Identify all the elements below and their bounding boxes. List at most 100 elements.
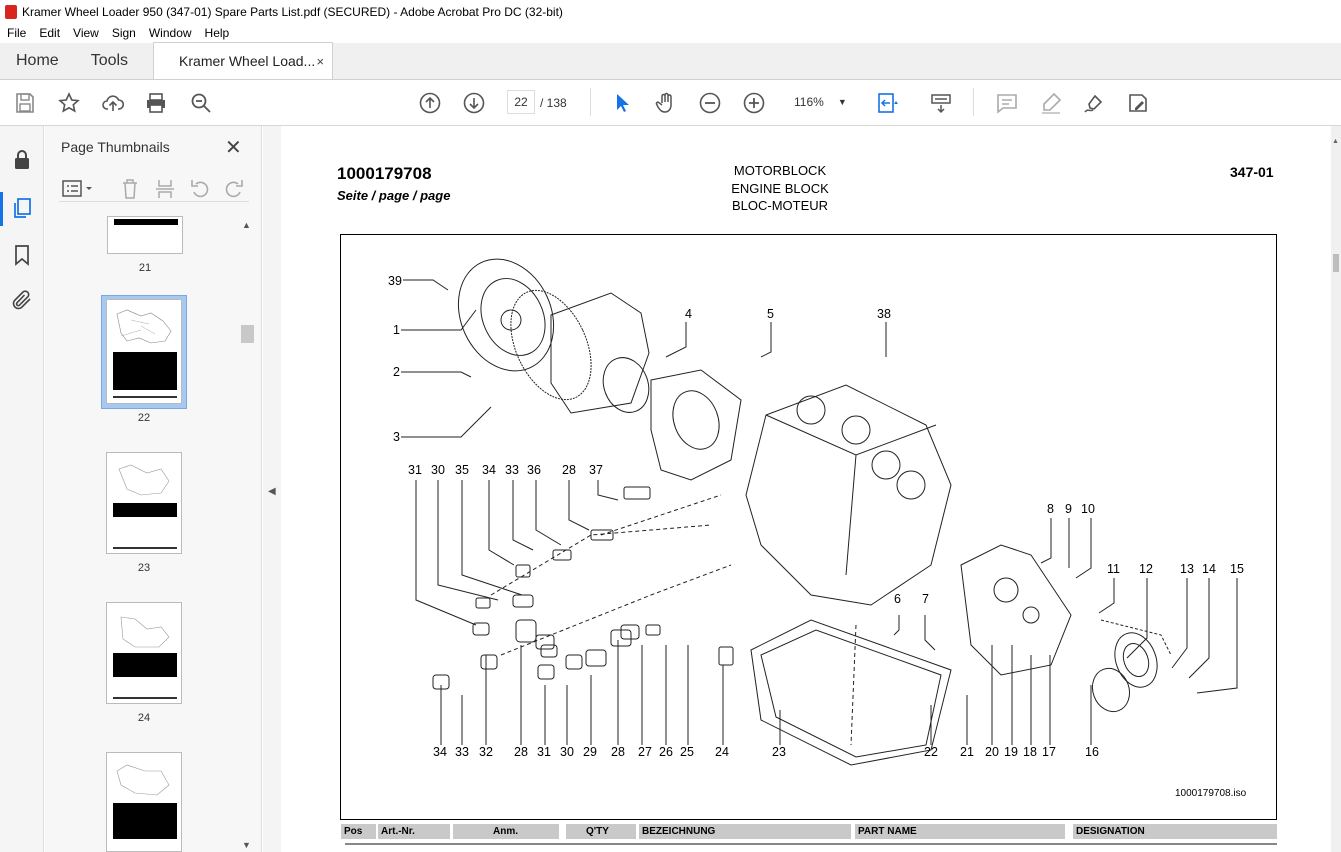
- callout-12: 12: [1139, 562, 1153, 576]
- page-thumbnail-21[interactable]: [107, 216, 183, 254]
- toolbar-divider: [973, 88, 974, 116]
- comment-icon[interactable]: [995, 91, 1019, 115]
- bookmark-star-icon[interactable]: [57, 91, 81, 115]
- callout-35: 35: [455, 463, 469, 477]
- table-header-anm: Anm.: [453, 824, 559, 839]
- callout-30-bottom: 30: [560, 745, 574, 759]
- callout-28-bottom-2: 28: [611, 745, 625, 759]
- next-page-icon[interactable]: [462, 91, 486, 115]
- rotate-right-icon[interactable]: [223, 177, 245, 201]
- document-scroll-thumb[interactable]: [1333, 254, 1339, 272]
- scroll-up-icon[interactable]: ▲: [242, 220, 251, 230]
- hand-tool-icon[interactable]: [654, 91, 678, 115]
- menu-view[interactable]: View: [73, 26, 99, 40]
- tab-home[interactable]: Home: [16, 52, 59, 69]
- document-scrollbar[interactable]: ▲: [1331, 126, 1341, 852]
- menu-window[interactable]: Window: [148, 26, 192, 40]
- delete-page-icon[interactable]: [119, 177, 141, 201]
- callout-14: 14: [1202, 562, 1216, 576]
- attachments-icon[interactable]: [10, 288, 34, 312]
- previous-page-icon[interactable]: [418, 91, 442, 115]
- fit-page-icon[interactable]: [876, 91, 900, 115]
- select-cursor-icon[interactable]: [609, 91, 633, 115]
- fill-sign-icon[interactable]: [1126, 91, 1150, 115]
- callout-31: 31: [408, 463, 422, 477]
- callout-1: 1: [393, 323, 400, 337]
- callout-33-bottom: 33: [455, 745, 469, 759]
- callout-5: 5: [767, 307, 774, 321]
- document-code: 347-01: [1230, 164, 1274, 180]
- save-icon[interactable]: [13, 91, 37, 115]
- chevron-down-icon: ▼: [837, 97, 847, 107]
- zoom-in-icon[interactable]: [742, 91, 766, 115]
- callout-4: 4: [685, 307, 692, 321]
- thumbnail-drawing: [118, 464, 170, 496]
- upload-cloud-icon[interactable]: [101, 91, 125, 115]
- document-viewer[interactable]: [281, 126, 1331, 852]
- menu-file[interactable]: File: [7, 26, 27, 40]
- scroll-down-icon[interactable]: ▼: [242, 840, 251, 850]
- thumbnail-options-icon[interactable]: [61, 178, 97, 200]
- callout-11: 11: [1107, 562, 1120, 576]
- callout-37: 37: [589, 463, 603, 477]
- page-number-input[interactable]: 22: [507, 90, 535, 114]
- callout-33: 33: [505, 463, 519, 477]
- rotate-left-icon[interactable]: [189, 177, 211, 201]
- menu-bar: File Edit View Sign Window Help: [0, 23, 1341, 43]
- callout-28-bottom: 28: [514, 745, 528, 759]
- draw-sign-icon[interactable]: [1082, 91, 1106, 115]
- tab-bar: Home Tools Kramer Wheel Load... ×: [0, 42, 1341, 80]
- tab-document-label: Kramer Wheel Load...: [179, 53, 316, 69]
- extract-page-icon[interactable]: [154, 177, 176, 201]
- thumbnail-rule: [113, 697, 177, 699]
- tab-close-icon[interactable]: ×: [316, 53, 325, 69]
- exploded-view-frame: [340, 234, 1277, 820]
- panel-collapse-handle[interactable]: ◀: [263, 126, 281, 852]
- menu-sign[interactable]: Sign: [111, 26, 136, 40]
- menu-edit[interactable]: Edit: [39, 26, 61, 40]
- scroll-mode-icon[interactable]: [929, 91, 953, 115]
- scroll-up-icon[interactable]: ▲: [1332, 138, 1339, 145]
- callout-34: 34: [482, 463, 496, 477]
- acrobat-icon: [5, 4, 17, 19]
- callout-13: 13: [1180, 562, 1194, 576]
- callout-19: 19: [1004, 745, 1018, 759]
- menu-help[interactable]: Help: [204, 26, 230, 40]
- zoom-value: 116%: [794, 95, 824, 109]
- lock-icon[interactable]: [10, 148, 34, 172]
- page-caption: Seite / page / page: [337, 188, 451, 203]
- table-header-designation: DESIGNATION: [1073, 824, 1277, 839]
- thumbnail-label-21: 21: [138, 262, 152, 274]
- thumbnail-scrollbar[interactable]: ▲ ▼: [240, 220, 254, 852]
- callout-38: 38: [877, 307, 891, 321]
- panel-close-icon[interactable]: ✕: [225, 137, 242, 159]
- bookmarks-icon[interactable]: [10, 243, 34, 267]
- callout-29: 29: [583, 745, 597, 759]
- left-rail: [0, 126, 44, 852]
- thumbnail-redaction: [114, 219, 178, 225]
- page-thumbnails-icon[interactable]: [10, 196, 34, 220]
- callout-30: 30: [431, 463, 445, 477]
- callout-36: 36: [527, 463, 541, 477]
- find-zoom-icon[interactable]: [189, 91, 213, 115]
- toolbar: [0, 80, 1341, 126]
- tab-document[interactable]: Kramer Wheel Load... ×: [153, 42, 334, 79]
- zoom-select[interactable]: 116% ▼: [782, 90, 854, 114]
- tab-tools[interactable]: Tools: [90, 52, 129, 69]
- thumbnail-drawing: [116, 764, 170, 796]
- page-thumbnail-22[interactable]: [106, 299, 182, 404]
- callout-39: 39: [388, 274, 402, 288]
- table-header-bezeichnung: BEZEICHNUNG: [639, 824, 851, 839]
- callout-32: 32: [479, 745, 493, 759]
- zoom-out-icon[interactable]: [698, 91, 722, 115]
- page-thumbnail-23[interactable]: [106, 452, 182, 554]
- thumbnail-label-23: 23: [137, 562, 151, 574]
- thumbnail-scroll-thumb[interactable]: [241, 325, 254, 343]
- highlight-pen-icon[interactable]: [1039, 91, 1063, 115]
- page-thumbnail-24[interactable]: [106, 602, 182, 704]
- page-thumbnail-25[interactable]: [106, 752, 182, 852]
- thumbnail-label-22: 22: [137, 412, 151, 424]
- document-number: 1000179708: [337, 164, 432, 183]
- panel-title: Page Thumbnails: [61, 139, 170, 155]
- print-icon[interactable]: [144, 91, 168, 115]
